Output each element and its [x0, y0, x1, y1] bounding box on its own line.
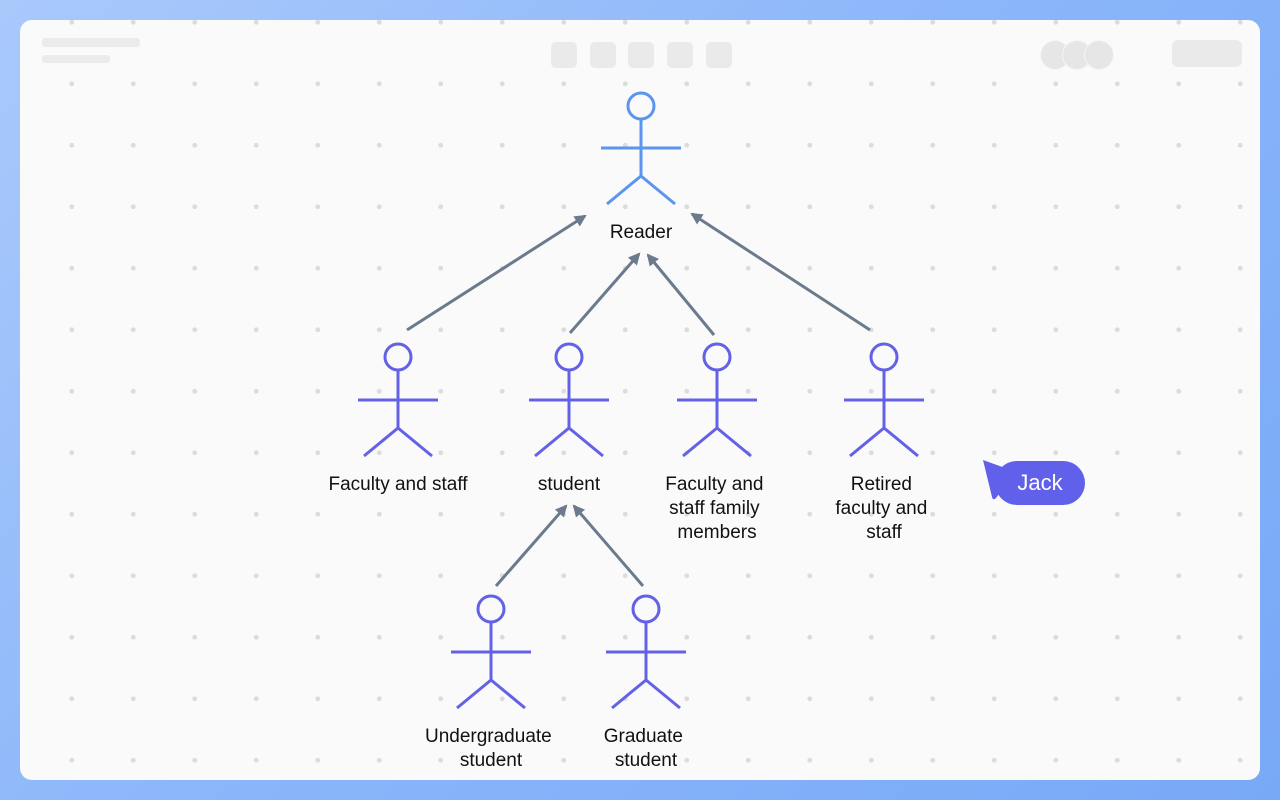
- avatar[interactable]: [1084, 40, 1114, 70]
- actor-family-members[interactable]: Faculty and staff family members: [665, 342, 769, 543]
- tool-button-2[interactable]: [590, 42, 616, 68]
- stick-figure-icon: [451, 594, 531, 710]
- arrow-family-to-reader[interactable]: [646, 253, 716, 336]
- label-line: faculty and: [835, 498, 927, 519]
- label-line: members: [677, 522, 756, 543]
- actor-label-family-members: Faculty and staff family members: [665, 474, 769, 543]
- tool-button-4[interactable]: [667, 42, 693, 68]
- label-line: staff: [866, 522, 902, 543]
- toolbar: [20, 20, 1260, 90]
- label-line: staff family: [669, 498, 760, 519]
- generalization-arrows: [406, 212, 871, 587]
- actor-undergraduate-student[interactable]: Undergraduate student: [425, 594, 557, 771]
- stick-figure-icon: [529, 342, 609, 458]
- arrow-retired-to-reader[interactable]: [690, 212, 871, 332]
- actor-label-graduate: Graduate student: [604, 726, 689, 771]
- stick-figure-icon: [677, 342, 757, 458]
- arrow-faculty-staff-to-reader[interactable]: [406, 214, 587, 332]
- share-button[interactable]: [1172, 40, 1242, 67]
- arrow-undergrad-to-student[interactable]: [494, 504, 568, 587]
- actor-faculty-and-staff[interactable]: Faculty and staff: [328, 342, 468, 495]
- actor-student[interactable]: student: [529, 342, 609, 495]
- actor-graduate-student[interactable]: Graduate student: [604, 594, 689, 771]
- label-line: student: [460, 750, 523, 771]
- collaborator-cursor-label: Jack: [995, 461, 1085, 505]
- document-title-placeholder[interactable]: [42, 38, 140, 47]
- actor-reader[interactable]: Reader: [601, 91, 681, 243]
- arrow-student-to-reader[interactable]: [568, 252, 641, 334]
- actor-retired-faculty-and-staff[interactable]: Retired faculty and staff: [835, 342, 932, 543]
- actor-label-reader: Reader: [610, 222, 673, 243]
- tool-button-3[interactable]: [628, 42, 654, 68]
- stick-figure-icon: [358, 342, 438, 458]
- tool-button-1[interactable]: [551, 42, 577, 68]
- stick-figure-icon: [601, 91, 681, 206]
- actor-label-student: student: [538, 474, 601, 495]
- actor-label-faculty-and-staff: Faculty and staff: [328, 474, 468, 495]
- label-line: Faculty and: [665, 474, 763, 495]
- actor-label-undergraduate: Undergraduate student: [425, 726, 557, 771]
- document-subtitle-placeholder: [42, 55, 110, 63]
- stick-figure-icon: [606, 594, 686, 710]
- stick-figure-icon: [844, 342, 924, 458]
- label-line: Graduate: [604, 726, 683, 747]
- label-line: student: [615, 750, 678, 771]
- label-line: Undergraduate: [425, 726, 552, 747]
- actor-label-retired: Retired faculty and staff: [835, 474, 932, 543]
- tool-button-5[interactable]: [706, 42, 732, 68]
- arrow-graduate-to-student[interactable]: [572, 504, 645, 587]
- label-line: Retired: [851, 474, 912, 495]
